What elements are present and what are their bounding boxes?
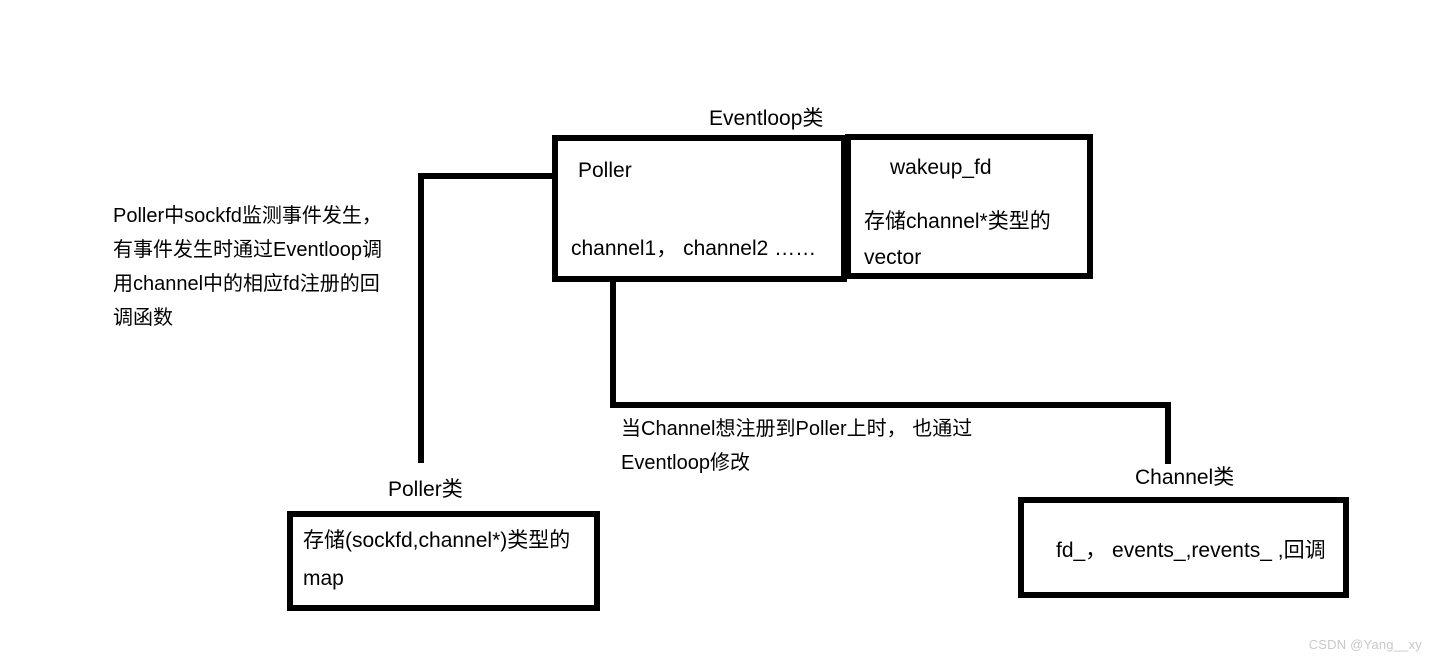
bottom-note: 当Channel想注册到Poller上时， 也通过 Eventloop修改 [621,412,1021,480]
bottom-note-line-1: 当Channel想注册到Poller上时， 也通过 [621,418,973,440]
eventloop-left-compartment [552,135,847,282]
left-note-line-1: Poller中sockfd监测事件发生， [113,205,382,227]
connector-channel-vertical-left [610,278,616,408]
eventloop-channels-field: channel1， channel2 …… [571,237,817,260]
connector-channel-horizontal [610,402,1171,408]
poller-class-title: Poller类 [388,478,463,501]
bottom-note-line-2: Eventloop修改 [621,452,750,474]
poller-map-desc-line1: 存储(sockfd,channel*)类型的 [303,529,571,552]
channel-class-title: Channel类 [1135,466,1235,489]
left-note-line-4: 调函数 [113,307,173,329]
eventloop-vector-desc-line1: 存储channel*类型的 [864,210,1051,233]
eventloop-wakeupfd-field: wakeup_fd [890,156,992,179]
left-note-line-3: 用channel中的相应fd注册的回 [113,273,380,295]
left-note: Poller中sockfd监测事件发生， 有事件发生时通过Eventloop调 … [113,199,443,335]
poller-map-desc-line2: map [303,567,344,590]
eventloop-right-compartment [845,134,1093,279]
connector-poller-horizontal [418,173,570,179]
channel-class-box [1018,497,1349,598]
channel-fields: fd_， events_,revents_ ,回调 [1056,539,1326,562]
connector-channel-vertical-right [1165,402,1171,464]
poller-class-box [287,511,600,611]
left-note-line-2: 有事件发生时通过Eventloop调 [113,239,382,261]
eventloop-poller-field: Poller [578,159,632,182]
eventloop-vector-desc-line2: vector [864,246,922,269]
csdn-watermark: CSDN @Yang__xy [1308,637,1422,652]
eventloop-class-title: Eventloop类 [709,107,824,130]
connector-poller-vertical [418,173,424,463]
